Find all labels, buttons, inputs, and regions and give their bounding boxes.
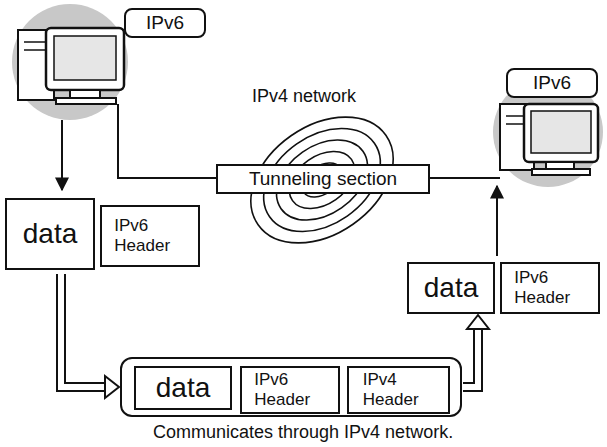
header-box: IPv6 Header	[240, 366, 340, 414]
header-box: IPv6 Header	[500, 262, 600, 314]
header-box: IPv6 Header	[100, 205, 200, 267]
network-label: IPv4 network	[252, 86, 356, 107]
node-text: IPv6 Header	[254, 370, 325, 409]
arrow-shaft	[61, 274, 105, 387]
hollow-arrow	[61, 274, 119, 398]
data-box: data	[5, 198, 95, 270]
data-box: data	[134, 366, 232, 410]
arrow-shaft	[463, 329, 478, 387]
node-text: data	[23, 218, 78, 250]
node-text: data	[156, 372, 211, 404]
node-text: IPv4 Header	[363, 370, 434, 409]
protocol-tag: IPv6	[124, 8, 206, 38]
node-text: Tunneling section	[249, 168, 397, 190]
node-text: IPv6	[533, 72, 571, 94]
node-text: IPv6	[146, 12, 184, 34]
protocol-tag: IPv6	[506, 68, 598, 98]
computer-icon	[12, 4, 128, 120]
packet-container: data IPv6 Header IPv4 Header	[120, 357, 462, 417]
tunnel-box: Tunneling section	[216, 164, 430, 194]
node-text: data	[424, 272, 479, 304]
arrow-head	[105, 376, 119, 398]
node-text: IPv6 Header	[114, 216, 185, 255]
data-box: data	[407, 262, 495, 314]
network-swirl	[227, 91, 417, 269]
node-text: IPv6 Header	[514, 268, 585, 307]
arrow-shaft	[61, 274, 105, 387]
arrow-shaft	[463, 329, 478, 387]
hollow-arrow	[463, 315, 489, 387]
flow-arrow	[496, 186, 498, 256]
network-wire	[118, 104, 216, 178]
header-box: IPv4 Header	[347, 366, 450, 414]
flow-arrow	[61, 120, 63, 190]
arrow-head	[467, 315, 489, 329]
network-wire	[429, 177, 500, 179]
caption: Communicates through IPv4 network.	[153, 422, 453, 443]
